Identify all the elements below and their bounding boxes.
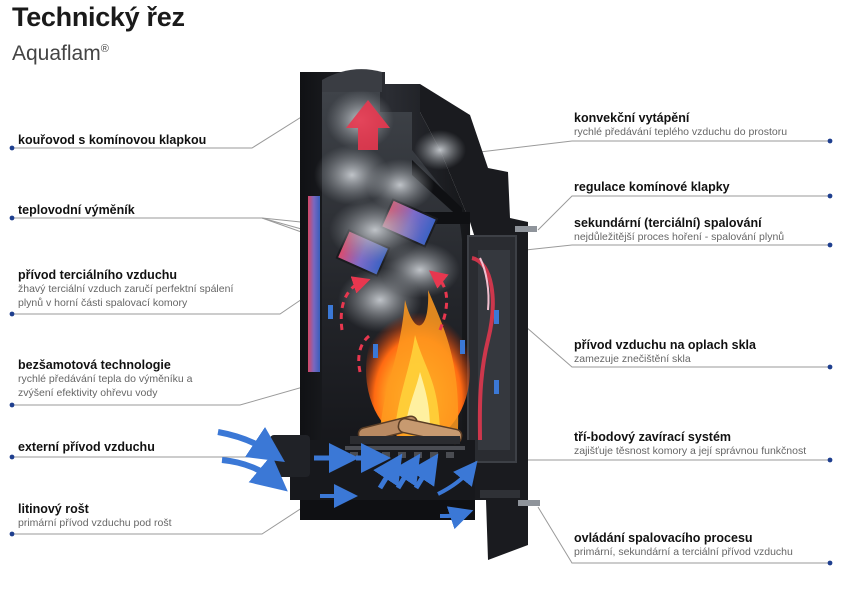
label-regulace-kominove-klapky: regulace komínové klapky bbox=[574, 180, 730, 194]
label-desc: nejdůležitější proces hoření - spalování… bbox=[574, 231, 785, 243]
label-bezsamotova-technologie: bezšamotová technologie rychlé předávání… bbox=[18, 358, 193, 400]
subtitle-text: Aquaflam bbox=[12, 42, 101, 65]
label-title: teplovodní výměník bbox=[18, 203, 135, 217]
leader-lines bbox=[12, 103, 830, 564]
label-desc: rychlé předávání teplého vzduchu do pros… bbox=[574, 126, 788, 138]
leader-line-oplach bbox=[517, 319, 830, 368]
label-desc: zajišťuje těsnost komory a její správnou… bbox=[574, 445, 807, 457]
label-title: regulace komínové klapky bbox=[574, 180, 730, 194]
label-desc: primární, sekundární a terciální přívod … bbox=[574, 546, 793, 558]
label-desc: plynů v horní části spalovací komory bbox=[18, 297, 188, 309]
label-title: sekundární (terciální) spalování bbox=[574, 216, 762, 230]
label-privod-vzduchu-oplach-skla: přívod vzduchu na oplach skla zamezuje z… bbox=[574, 338, 756, 366]
leader-dots bbox=[9, 138, 833, 566]
hot-air-flow bbox=[339, 100, 495, 441]
label-title: ovládání spalovacího procesu bbox=[574, 531, 753, 545]
label-koufovod: kouřovod s komínovou klapkou bbox=[18, 133, 206, 147]
label-externi-privod-vzduchu: externí přívod vzduchu bbox=[18, 440, 155, 454]
label-litinovy-rost: litinový rošt primární přívod vzduchu po… bbox=[18, 502, 172, 530]
label-konvekcni-vytapeni: konvekční vytápění rychlé předávání tepl… bbox=[574, 111, 787, 139]
label-desc: zvýšení efektivity ohřevu vody bbox=[18, 387, 158, 399]
page-title: Technický řez bbox=[12, 2, 185, 32]
label-title: přívod terciálního vzduchu bbox=[18, 268, 178, 282]
registered-mark: ® bbox=[100, 43, 109, 55]
leader-line-vymenik bbox=[12, 217, 306, 231]
label-desc: žhavý terciální vzduch zaručí perfektní … bbox=[18, 283, 234, 295]
label-teplovodni-vymenik: teplovodní výměník bbox=[18, 203, 135, 217]
label-title: externí přívod vzduchu bbox=[18, 440, 155, 454]
label-title: přívod vzduchu na oplach skla bbox=[574, 338, 756, 352]
label-title: kouřovod s komínovou klapkou bbox=[18, 133, 207, 147]
label-sekundarni-spalovani: sekundární (terciální) spalování nejdůle… bbox=[574, 216, 784, 244]
logs bbox=[350, 415, 463, 445]
label-desc: rychlé předávání tepla do výměníku a bbox=[18, 373, 193, 385]
label-title: litinový rošt bbox=[18, 502, 89, 516]
leader-line-ovladani bbox=[537, 506, 830, 564]
page-subtitle: Aquaflam® bbox=[12, 42, 109, 66]
label-desc: zamezuje znečištění skla bbox=[574, 353, 691, 365]
leader-line-konvekcni bbox=[429, 140, 830, 159]
label-title: tří-bodový zavírací systém bbox=[574, 430, 732, 444]
label-privod-tercialniho-vzduchu: přívod terciálního vzduchu žhavý terciál… bbox=[18, 268, 233, 310]
label-title: bezšamotová technologie bbox=[18, 358, 171, 372]
fire bbox=[366, 290, 470, 442]
label-tribodovy-zaviraci-system: tří-bodový zavírací systém zajišťuje těs… bbox=[574, 430, 806, 458]
label-desc: primární přívod vzduchu pod rošt bbox=[18, 517, 172, 529]
label-ovladani-spalovaciho-procesu: ovládání spalovacího procesu primární, s… bbox=[574, 531, 793, 559]
leader-line-klapka bbox=[537, 195, 830, 231]
leader-line-koufovod bbox=[12, 103, 323, 149]
label-title: konvekční vytápění bbox=[574, 111, 690, 125]
cold-air-flow bbox=[217, 305, 499, 530]
